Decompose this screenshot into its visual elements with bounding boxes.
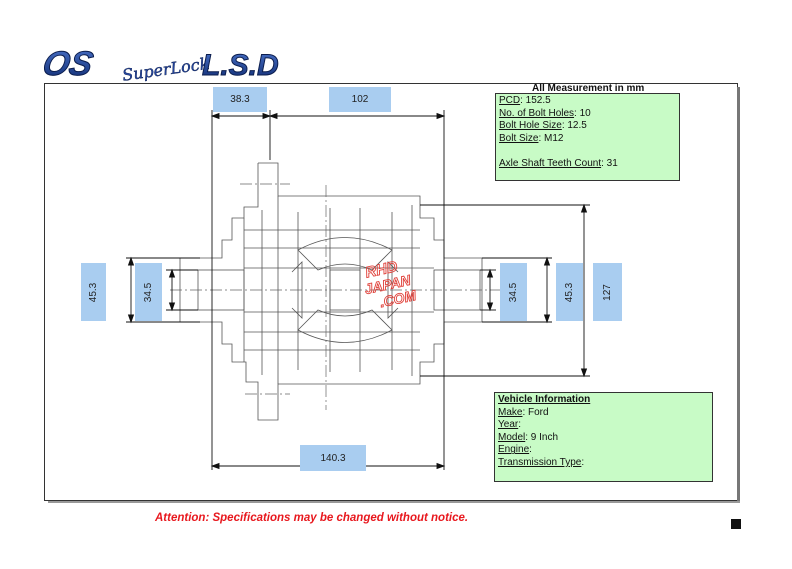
vehicle-make-value: : Ford [522,406,549,418]
frame-shadow-bottom [48,501,740,503]
spec-bolt-holes: No. of Bolt Holes: 10 [499,108,676,121]
spec-bolt-size-label: Bolt Size [499,132,539,144]
dimension-lines [126,110,590,470]
vehicle-engine-label: Engine [498,444,530,456]
vehicle-year-label: Year [498,419,519,431]
dim-right-outer: 127 [593,263,622,321]
dim-top-right-value: 102 [351,94,369,105]
vehicle-year-value: : [518,419,521,431]
spec-bolt-holes-value: : 10 [574,107,591,119]
frame-shadow [737,87,740,501]
spec-box: PCD: 152.5 No. of Bolt Holes: 10 Bolt Ho… [495,93,680,181]
vehicle-model-label: Model [498,431,526,443]
spec-bolt-hole-size: Bolt Hole Size: 12.5 [499,120,676,133]
dim-bottom: 140.3 [300,445,366,471]
spec-bolt-hole-size-label: Bolt Hole Size [499,120,562,132]
spec-spacer [499,145,676,158]
spec-pcd-value: : 152.5 [520,95,551,106]
dim-right-inner-value: 34.5 [508,282,519,302]
dim-right-mid-value: 45.3 [564,282,575,302]
corner-marker [731,519,741,529]
vehicle-title-row: Vehicle Information [498,394,709,407]
vehicle-model: Model: 9 Inch [498,432,709,445]
dim-left-outer-value: 45.3 [88,282,99,302]
spec-pcd: PCD: 152.5 [499,95,676,108]
logo-graphic: OS SuperLock L.S.D [39,45,279,85]
vehicle-info-box: Vehicle Information Make: Ford Year: Mod… [494,392,713,482]
logo-lsd: L.S.D [202,49,279,82]
logo-os: OS [44,45,96,83]
dim-left-outer: 45.3 [81,263,106,321]
vehicle-transmission: Transmission Type: [498,457,709,470]
vehicle-make-label: Make [498,406,523,418]
dim-right-outer-value: 127 [602,283,613,301]
dim-top-left: 38.3 [213,87,267,112]
rhd-japan-watermark: RHD JAPAN .COM [362,252,426,312]
spec-pcd-label: PCD [499,95,521,106]
vehicle-engine-value: : [529,444,532,456]
spec-teeth: Axle Shaft Teeth Count: 31 [499,158,676,171]
dim-left-inner: 34.5 [135,263,162,321]
spec-bolt-holes-label: No. of Bolt Holes [499,107,575,119]
spec-bolt-size: Bolt Size: M12 [499,133,676,146]
os-superlock-lsd-logo: OS SuperLock L.S.D [39,42,314,90]
spec-bolt-hole-size-value: : 12.5 [561,120,587,132]
dim-left-inner-value: 34.5 [143,282,154,302]
vehicle-year: Year: [498,419,709,432]
vehicle-engine: Engine: [498,444,709,457]
vehicle-title: Vehicle Information [498,394,591,405]
spec-teeth-value: : 31 [601,157,618,169]
vehicle-make: Make: Ford [498,407,709,420]
dim-bottom-value: 140.3 [320,452,346,464]
measurement-title: All Measurement in mm [532,83,645,94]
housing-outline [179,162,483,421]
dim-right-inner: 34.5 [500,263,527,321]
dim-top-right: 102 [329,87,391,112]
vehicle-transmission-label: Transmission Type [498,456,582,468]
dim-right-mid: 45.3 [556,263,583,321]
vehicle-model-value: : 9 Inch [525,431,559,443]
attention-note: Attention: Specifications may be changed… [155,512,469,524]
centerlines [170,183,500,410]
spec-teeth-label: Axle Shaft Teeth Count [499,157,602,169]
vehicle-transmission-value: : [581,456,585,468]
spec-bolt-size-value: : M12 [538,132,564,144]
dim-top-left-value: 38.3 [230,94,250,105]
